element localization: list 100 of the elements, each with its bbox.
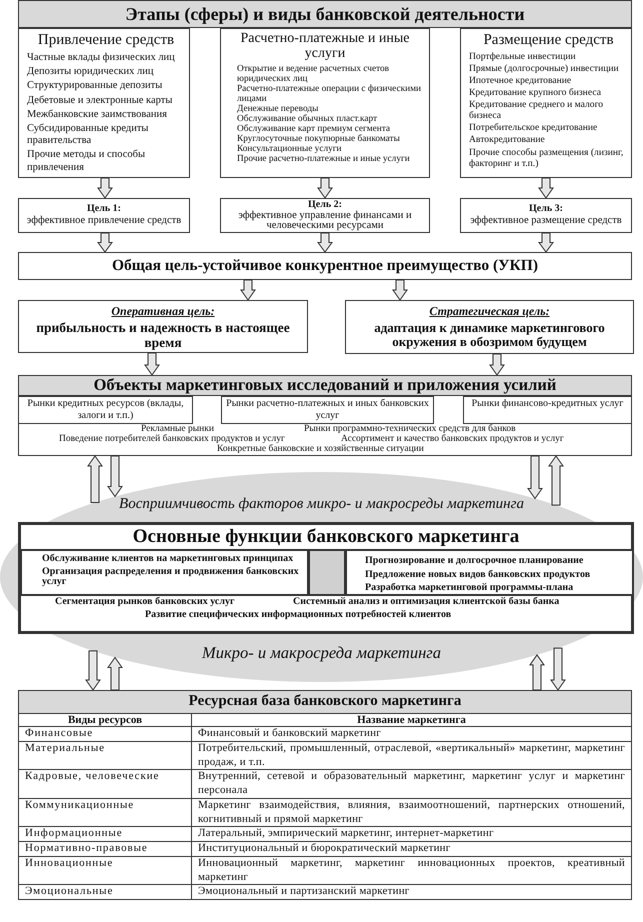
marketing-type-text: Маркетинг взаимодействия, влияния, взаимоотношений, партнерских отношений, когнитивный и прямой маркетинг (192, 798, 632, 827)
heading-text: Цель 1: (86, 203, 122, 214)
block-arrow (550, 648, 566, 691)
resource-type-text: Кадровые, человеческие (18, 770, 192, 798)
common-goal-box (18, 252, 632, 280)
resource-type-text: Коммуникационные (18, 798, 192, 827)
item-text: адаптация к динамике маркетингового окружения в обозримом будущем (373, 320, 606, 350)
item-text: Расчетно-платежные операции с физическими лицами (237, 84, 422, 104)
block-arrow (538, 232, 554, 253)
item-text: прибыльность и надежность в настоящее время (35, 320, 291, 350)
item-text: Ассортимент и качество банковских продуктов и услуг (341, 435, 564, 444)
block-arrow (107, 656, 123, 690)
item-text: Рынки расчетно-платежных и иных банковских услуг (225, 398, 430, 421)
item-text: Микро- и макросреда маркетинга (200, 644, 442, 663)
block-arrow (527, 456, 543, 500)
goal-box (18, 300, 308, 353)
functions-panel (345, 549, 634, 596)
marketing-type-text: Потребительский, промышленный, отраслевой, «вертикальный» маркетинг, маркетинг продаж, и т.п. (192, 741, 632, 770)
item-text: Предложение новых видов банковских продуктов (365, 568, 592, 580)
heading-text: Оперативная цель: (110, 305, 216, 319)
item-text: Потребительское кредитование (469, 122, 598, 134)
block-arrow (97, 232, 113, 253)
heading-text: Размещение средств (482, 32, 615, 50)
heading-text: Стратегическая цель: (428, 305, 551, 319)
marketing-type-text: Финансовый и банковский маркетинг (192, 726, 632, 742)
item-text: Круглосуточные покупюрные банкоматы (237, 134, 401, 144)
heading-text: Основные функции банковского маркетинга (132, 525, 520, 549)
block-arrow (529, 654, 545, 690)
resource-type-text: Информационные (18, 826, 192, 842)
heading-text: Ресурсная база банковского маркетинга (188, 693, 462, 710)
marketing-type-text: Внутренний, сетевой и образовательный маркетинг, маркетинг услуг и маркетинг персонала (192, 770, 632, 798)
marketing-type-text: Инновационный маркетинг, маркетинг инновационных проектов, креативный маркетинг (192, 856, 632, 885)
item-text: Портфельные инвестиции (469, 51, 577, 62)
block-arrow (317, 232, 333, 253)
heading-text: Объекты маркетинговых исследований и приложения усилий (19, 376, 631, 396)
block-arrow (97, 178, 113, 199)
block-arrow (489, 354, 505, 376)
heading-text: Этапы (сферы) и виды банковской деятельности (124, 4, 526, 25)
goal-box (18, 198, 190, 233)
item-text: Открытие и ведение расчетных счетов юридических лиц (237, 64, 390, 84)
activity-box (220, 28, 430, 178)
goal-box (220, 198, 430, 233)
marketing-type-text: Латеральный, эмпирический маркетинг, интернет-маркетинг (192, 826, 632, 842)
item-text: Обслуживание карт премиум сегмента (237, 124, 392, 134)
block-arrow (107, 456, 123, 498)
item-text: Кредитование среднего и малого бизнеса (469, 99, 604, 122)
item-text: Прочие методы и способы привлечения (27, 149, 146, 175)
market-box (18, 396, 193, 424)
item-text: Поведение потребителей банковских продуктов и услуг (59, 435, 285, 444)
resource-type-text: Эмоциональные (18, 884, 192, 900)
item-text: Прочие расчетно-платежные и иные услуги (237, 154, 411, 164)
activity-box (460, 28, 632, 178)
separator-panel (308, 549, 346, 596)
heading-text: Расчетно-платежные и иные услуги (239, 31, 410, 62)
resource-type-text: Финансовые (18, 726, 192, 742)
resource-type-text: Инновационные (18, 856, 192, 885)
goal-box (345, 300, 634, 354)
item-text: Денежные переводы (237, 104, 320, 114)
item-text: эффективное привлечение средств (26, 214, 182, 227)
item-text: Системный анализ и оптимизация клиентской базы банка (293, 596, 560, 608)
item-text: Структурированные депозиты (27, 80, 164, 94)
marketing-type-text: Эмоциональный и партизанский маркетинг (192, 884, 632, 900)
block-arrow (392, 280, 408, 301)
heading-text: Обслуживание клиентов на маркетинговых принципах (42, 554, 294, 564)
heading-text: Привлечение средств (36, 32, 176, 50)
item-text: Межбанковские заимствования (27, 108, 168, 122)
marketing-type-text: Институциональный и бюрократический маркетинг (192, 842, 632, 856)
resource-type-text: Материальные (18, 741, 192, 770)
item-text: эффективное управление финансами и человеческими ресурсами (237, 210, 413, 232)
heading-text: Цель 3: (528, 203, 564, 214)
item-text: Кредитование крупного бизнеса (469, 87, 602, 98)
activity-box (18, 28, 190, 178)
block-arrow (548, 455, 564, 506)
item-text: Прямые (долгосрочные) инвестиции (469, 63, 620, 74)
market-box (221, 396, 434, 424)
block-arrow (144, 352, 160, 376)
item-text: Развитие специфических информационных потребностей клиентов (145, 609, 452, 620)
market-box (463, 396, 632, 424)
column-header: Название маркетинга (192, 714, 632, 727)
item-text: Субсидированные кредиты правительства (27, 122, 150, 148)
column-header: Виды ресурсов (18, 714, 192, 727)
item-text: Дебетовые и электронные карты (27, 94, 174, 108)
block-arrow (240, 280, 256, 301)
item-text: Рынки кредитных ресурсов (вклады, залоги и т.п.) (26, 398, 185, 421)
block-arrow (85, 650, 101, 691)
item-text: Рынки программно-технических средств для банков (304, 425, 516, 434)
goal-box (460, 198, 632, 233)
item-text: Обслуживание обычных пласт.карт (237, 114, 378, 124)
heading-text: Общая цель-устойчивое конкурентное преимущество (УКП) (110, 257, 539, 275)
block-arrow (87, 455, 103, 503)
item-text: Рекламные рынки (141, 425, 214, 434)
item-text: Сегментация рынков банковских услуг (55, 596, 234, 608)
item-text: Консультационные услуги (237, 144, 343, 154)
item-text: Прочие способы размещения (лизинг, факторинг и т.п.) (469, 146, 624, 169)
block-arrow (538, 178, 554, 199)
resource-type-text: Нормативно-правовые (18, 842, 192, 856)
resource-base-band (18, 690, 632, 714)
item-text: Частные вклады физических лиц (27, 52, 176, 65)
heading-text: Прогнозирование и долгосрочное планирование (365, 555, 584, 566)
title-band (18, 0, 632, 28)
